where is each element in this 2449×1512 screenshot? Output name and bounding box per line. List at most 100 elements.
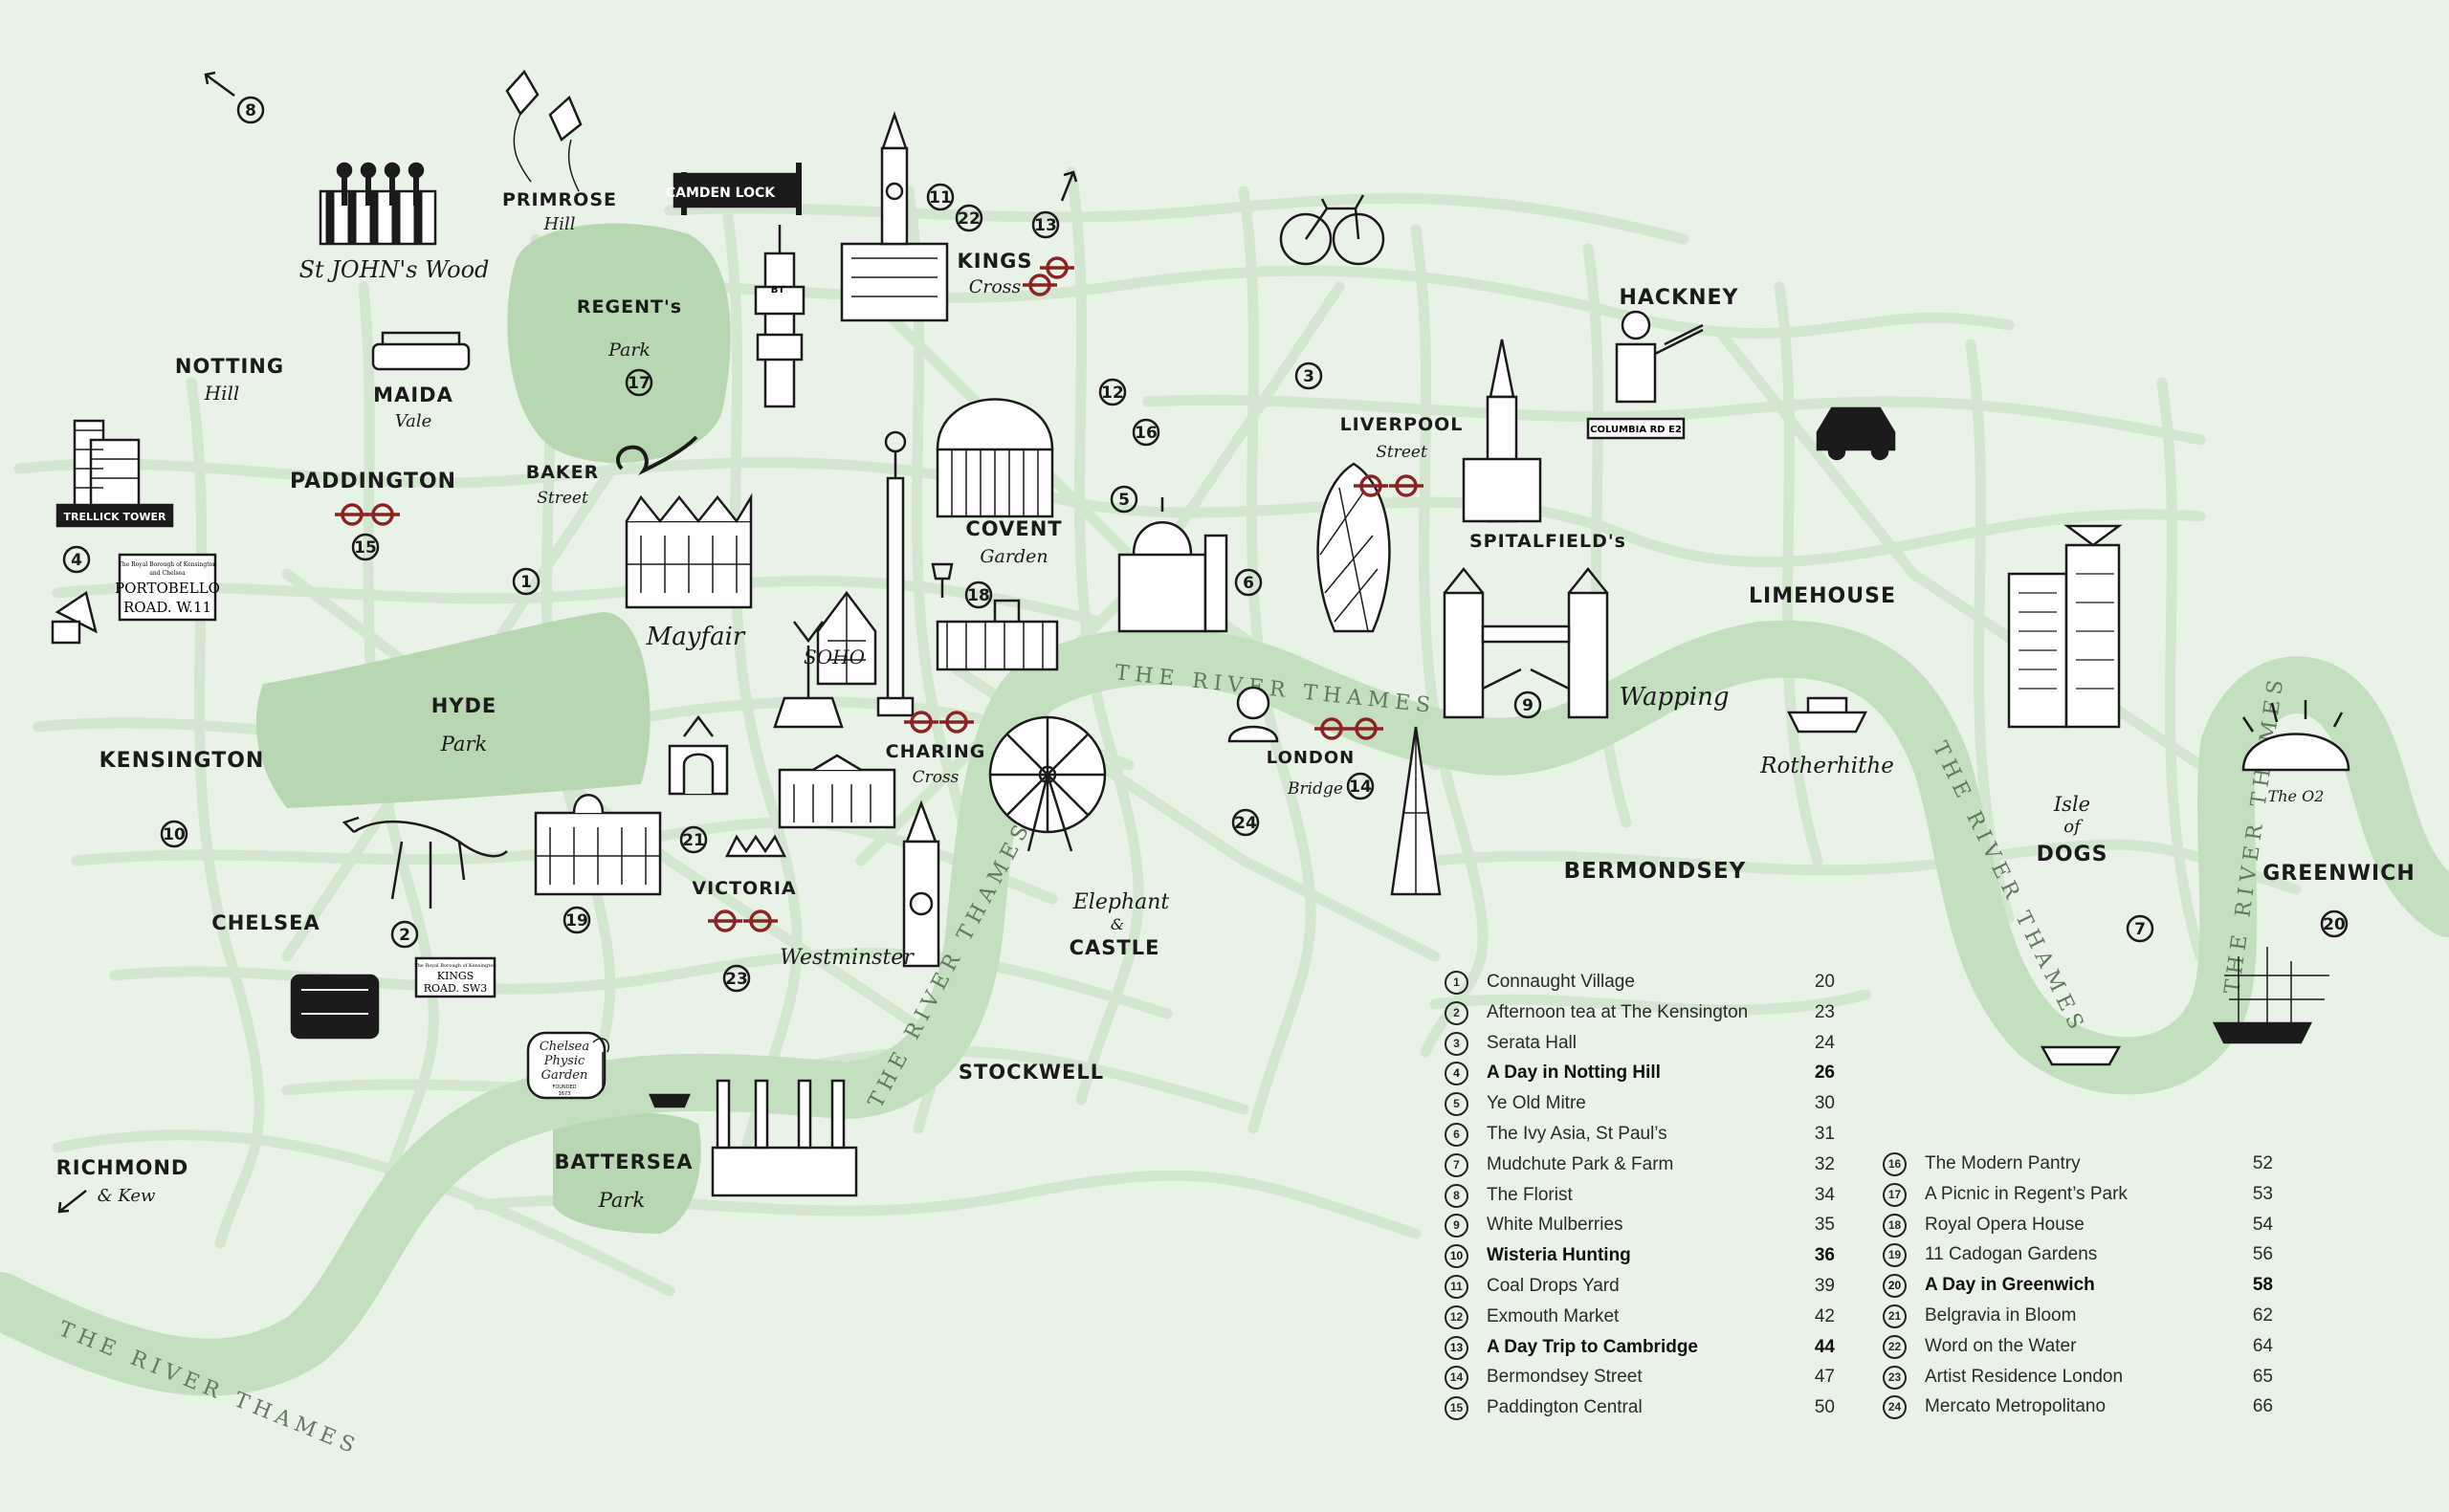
legend-place-name: A Picnic in Regent’s Park xyxy=(1925,1183,2128,1204)
arrow-southwest-icon xyxy=(57,1190,87,1214)
label-isle: Isle xyxy=(2053,793,2090,816)
map-marker-14[interactable]: 14 xyxy=(1346,772,1375,800)
svg-text:14: 14 xyxy=(1349,778,1372,797)
label-battersea: BATTERSEA xyxy=(555,1150,694,1173)
label-liverpool-street: LIVERPOOL xyxy=(1340,414,1464,435)
label-ampersand: & xyxy=(1111,915,1124,933)
map-marker-4[interactable]: 4 xyxy=(62,545,91,574)
boat-icon xyxy=(649,1093,691,1108)
legend-number: 18 xyxy=(1883,1213,1907,1238)
legend-place-name: The Ivy Asia, St Paul’s xyxy=(1487,1124,1667,1144)
legend-place-name: White Mulberries xyxy=(1487,1215,1623,1236)
map-marker-7[interactable]: 7 xyxy=(2126,914,2154,943)
st-pauls-cathedral-icon xyxy=(1117,497,1228,633)
camden-lock-sign: CAMDEN LOCK xyxy=(666,186,776,201)
map-marker-19[interactable]: 19 xyxy=(563,906,591,934)
map-marker-24[interactable]: 24 xyxy=(1231,808,1260,837)
map-marker-20[interactable]: 20 xyxy=(2320,909,2349,938)
label-limehouse: LIMEHOUSE xyxy=(1749,584,1896,608)
legend-page-number: 30 xyxy=(1814,1093,1835,1114)
harrods-icon xyxy=(534,794,662,896)
legend-place-name: Paddington Central xyxy=(1487,1397,1643,1418)
map-marker-10[interactable]: 10 xyxy=(160,820,188,848)
crown-icon xyxy=(724,834,787,858)
dinosaur-skeleton-icon xyxy=(342,816,508,909)
map-marker-5[interactable]: 5 xyxy=(1110,485,1138,514)
wellington-arch-icon xyxy=(668,714,729,796)
map-marker-22[interactable]: 22 xyxy=(955,204,983,232)
label-richmond: RICHMOND xyxy=(56,1156,189,1179)
the-o2-dome-icon xyxy=(2241,700,2350,772)
map-marker-6[interactable]: 6 xyxy=(1234,568,1263,597)
label-richmond-kew: & Kew xyxy=(98,1186,156,1206)
map-marker-1[interactable]: 1 xyxy=(512,567,541,596)
svg-text:and Chelsea: and Chelsea xyxy=(149,570,186,577)
label-notting-hill: NOTTING xyxy=(175,355,284,378)
battersea-park-area xyxy=(553,1112,701,1234)
map-marker-9[interactable]: 9 xyxy=(1513,690,1542,719)
map-marker-15[interactable]: 15 xyxy=(351,533,380,561)
map-marker-8[interactable]: 8 xyxy=(236,96,265,124)
legend-number: 12 xyxy=(1445,1304,1468,1329)
label-liverpool-street-sub: Street xyxy=(1376,443,1427,462)
svg-text:1: 1 xyxy=(520,573,532,592)
label-kings-cross-sub: Cross xyxy=(969,276,1022,297)
legend-place-name: Mudchute Park & Farm xyxy=(1487,1153,1674,1174)
map-marker-17[interactable]: 17 xyxy=(625,368,653,397)
legend-page-number: 35 xyxy=(1814,1215,1835,1236)
map-marker-18[interactable]: 18 xyxy=(964,581,993,609)
legend-number: 8 xyxy=(1445,1183,1468,1208)
svg-text:22: 22 xyxy=(958,209,981,229)
legend-number: 13 xyxy=(1445,1335,1468,1360)
map-marker-11[interactable]: 11 xyxy=(926,183,955,211)
legend-entry[interactable]: 6 The Ivy Asia, St Paul’s 31 xyxy=(1445,1120,1837,1149)
buckingham-palace-icon xyxy=(778,754,896,829)
map-marker-3[interactable]: 3 xyxy=(1294,362,1323,390)
map-marker-16[interactable]: 16 xyxy=(1132,418,1160,447)
legend-page-number: 31 xyxy=(1814,1124,1835,1144)
london-eye-icon xyxy=(988,715,1107,852)
legend-number: 6 xyxy=(1445,1123,1468,1147)
legend-page-number: 50 xyxy=(1814,1397,1835,1418)
map-marker-12[interactable]: 12 xyxy=(1098,378,1127,406)
map-marker-13[interactable]: 13 xyxy=(1031,210,1060,239)
legend-page-number: 56 xyxy=(2252,1244,2273,1265)
map-marker-23[interactable]: 23 xyxy=(722,964,751,993)
legend-number: 20 xyxy=(1883,1274,1907,1299)
svg-text:ROAD. SW3: ROAD. SW3 xyxy=(424,982,488,995)
legend-page-number: 65 xyxy=(2252,1366,2273,1387)
label-wapping: Wapping xyxy=(1620,683,1730,712)
bicycle-icon xyxy=(1279,194,1385,266)
map-marker-21[interactable]: 21 xyxy=(679,825,708,854)
svg-text:11: 11 xyxy=(929,188,952,208)
portobello-road-sign: The Royal Borough of Kensington and Chel… xyxy=(115,553,220,622)
map-marker-2[interactable]: 2 xyxy=(390,920,419,949)
legend-page-number: 23 xyxy=(1814,1001,1835,1022)
label-hyde-park: HYDE xyxy=(431,694,497,717)
